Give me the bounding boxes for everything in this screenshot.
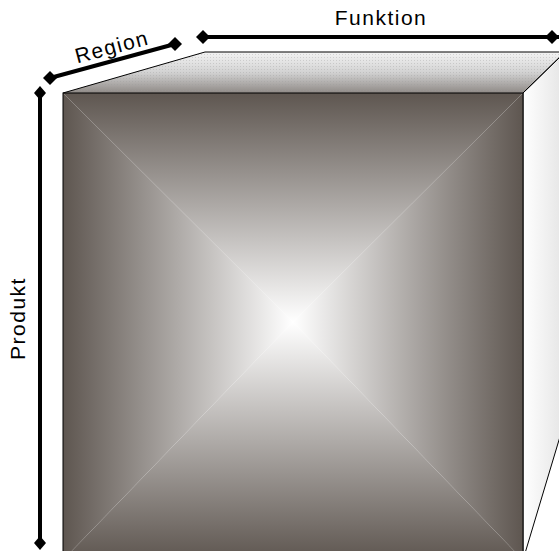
cube-top-texture (63, 52, 559, 93)
cube-side (523, 52, 559, 551)
dimension-end (168, 37, 182, 51)
dimension-end (545, 30, 559, 44)
dimension-end (43, 71, 57, 85)
dimension-end (34, 86, 46, 100)
dimension-end (196, 30, 210, 44)
axis-label: Funktion (335, 7, 428, 28)
dimension-line (203, 35, 559, 39)
cube-front-left (63, 93, 293, 551)
cube-edge (205, 52, 559, 53)
cube-front-right (293, 93, 523, 551)
dimension-line (38, 93, 42, 543)
dimension-end (34, 536, 46, 550)
axis-label: Produkt (7, 277, 28, 360)
cube-front-outline (63, 93, 523, 551)
cube-edge (523, 52, 559, 93)
cube-top (63, 52, 559, 93)
